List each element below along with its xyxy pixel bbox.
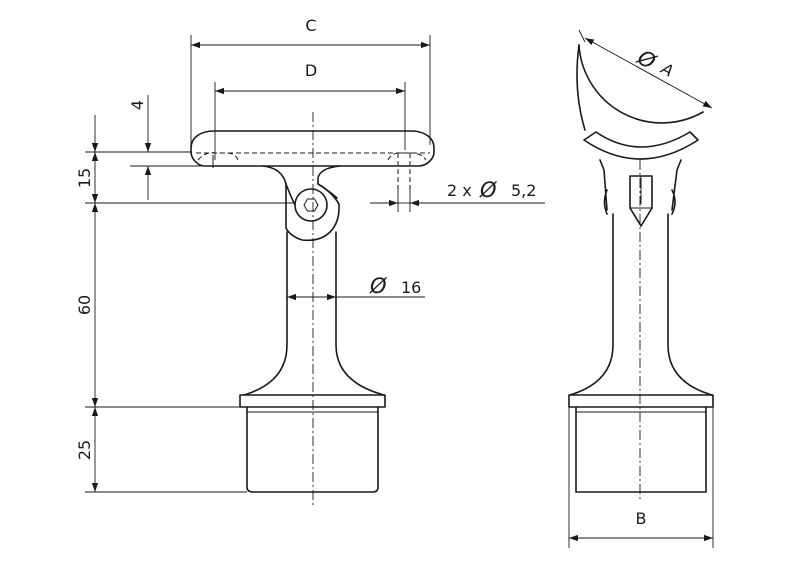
hinge-edges — [285, 183, 338, 206]
label-25: 25 — [75, 440, 94, 460]
dim-a-line — [584, 37, 713, 109]
saddle-arc — [578, 44, 704, 124]
side-slot — [629, 175, 653, 227]
left-hole — [197, 152, 239, 161]
label-b: B — [636, 509, 647, 528]
base-flange — [239, 394, 386, 408]
label-phi-hole: Ø — [479, 178, 497, 202]
label-16: 16 — [401, 278, 421, 297]
label-c: C — [305, 16, 316, 35]
label-hole-dia: 5,2 — [511, 181, 536, 200]
right-hole — [387, 152, 427, 161]
side-flange — [568, 394, 714, 408]
front-view — [190, 112, 435, 505]
hinge-screw — [294, 188, 328, 222]
base-tube — [246, 406, 379, 493]
label-hole-prefix: 2 x — [447, 181, 472, 200]
label-phi-16: Ø — [369, 274, 387, 298]
side-view — [568, 44, 714, 502]
label-4: 4 — [128, 100, 147, 110]
saddle-plate — [190, 130, 435, 167]
side-stem — [569, 213, 713, 396]
side-neck-bulge — [603, 189, 676, 215]
dimension-lines — [85, 29, 714, 548]
post-stem — [243, 231, 385, 396]
label-15: 15 — [75, 168, 94, 188]
dimension-labels: C D B 4 15 60 25 Ø 16 2 x Ø 5,2 Ø A — [75, 16, 677, 528]
label-60: 60 — [75, 295, 94, 315]
label-phi-a: Ø — [633, 45, 660, 75]
label-a: A — [657, 58, 676, 80]
saddle-profile — [583, 131, 699, 160]
side-tube — [575, 406, 707, 493]
saddle-arc-end — [576, 44, 586, 131]
hex-socket-icon — [303, 198, 319, 212]
label-d: D — [305, 61, 317, 80]
